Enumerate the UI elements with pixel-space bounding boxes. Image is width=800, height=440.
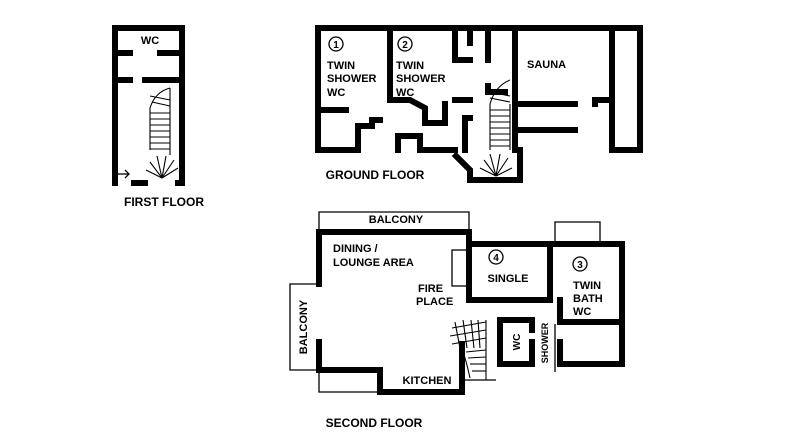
ground-floor-stair [479, 79, 513, 177]
room-3-line-3: WC [573, 306, 591, 318]
room-1-line-2: SHOWER [327, 73, 377, 85]
sauna-label: SAUNA [527, 59, 566, 71]
room-1-line-1: TWIN [327, 60, 355, 72]
fireplace-line-1: FIRE [418, 283, 443, 295]
room-1-line-3: WC [327, 87, 345, 99]
second-floor-stair [449, 319, 487, 380]
balcony-top-label: BALCONY [369, 214, 424, 226]
entrance-arrow-icon [117, 169, 130, 179]
second-floor-wc-label: WC [512, 334, 523, 351]
second-floor-plan: BALCONY BALCONY DINING / LOUNGE AREA FIR… [289, 211, 625, 430]
first-floor-plan: WC FIRST FLOOR [112, 25, 204, 209]
room-2-line-3: WC [396, 87, 414, 99]
ground-floor-plan: 1 TWIN SHOWER WC 2 TWIN SHOWER WC SAUNA … [315, 25, 643, 183]
dining-line-2: LOUNGE AREA [333, 257, 414, 269]
room-3-line-1: TWIN [573, 280, 601, 292]
ground-floor-title: GROUND FLOOR [326, 168, 425, 182]
fireplace-line-2: PLACE [416, 296, 453, 308]
ground-floor-walls [315, 25, 643, 183]
room-2-marker: 2 [397, 36, 413, 52]
kitchen-label: KITCHEN [403, 375, 452, 387]
shower-label: SHOWER [540, 322, 550, 363]
room-2-number: 2 [402, 40, 408, 51]
room-1-marker: 1 [328, 36, 344, 52]
room-4-marker: 4 [488, 249, 504, 265]
room-2-line-2: SHOWER [396, 73, 446, 85]
room-3-line-2: BATH [573, 293, 603, 305]
room-4-number: 4 [493, 253, 499, 264]
room-1-number: 1 [333, 40, 339, 51]
dining-line-1: DINING / [333, 243, 378, 255]
room-4-label: SINGLE [488, 273, 529, 285]
room-3-number: 3 [577, 260, 583, 271]
balcony-left-label: BALCONY [298, 299, 310, 354]
first-floor-wc-label: WC [141, 35, 159, 47]
second-floor-walls [316, 229, 625, 395]
second-floor-thin-lines [289, 211, 601, 393]
room-2-line-1: TWIN [396, 60, 424, 72]
first-floor-title: FIRST FLOOR [124, 195, 204, 209]
first-floor-stair [145, 87, 179, 179]
first-floor-walls [112, 25, 185, 186]
second-floor-title: SECOND FLOOR [326, 416, 423, 430]
room-3-marker: 3 [572, 256, 588, 272]
